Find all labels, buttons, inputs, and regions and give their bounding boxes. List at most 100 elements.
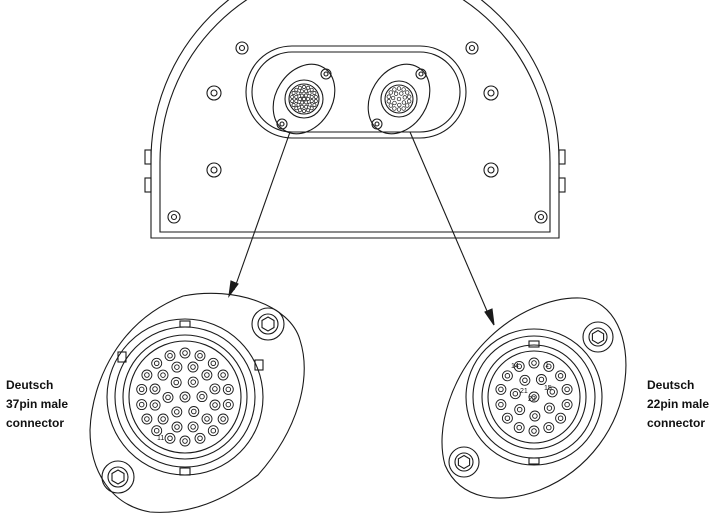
pin-22-1-contact (531, 360, 537, 366)
caption-line: Deutsch (647, 378, 695, 392)
pin-22-20 (509, 388, 521, 400)
pin-22-11-contact (498, 401, 504, 408)
pin-22-15 (535, 374, 547, 385)
pin-37-21 (209, 383, 221, 395)
pin-37-33-contact (191, 408, 197, 415)
pin-37-10-contact (182, 438, 188, 444)
caption-line: connector (6, 416, 65, 430)
pin-37-19-contact (190, 364, 196, 370)
mini-pin-37-35 (298, 97, 302, 102)
mini-pin-22-22 (396, 96, 402, 102)
mini-pin-37-19 (304, 89, 309, 94)
pin-22-16-contact (549, 389, 556, 395)
pin-37-29-contact (160, 372, 166, 378)
pin-37-9-contact (197, 435, 203, 442)
pin-22-9-contact (516, 424, 522, 431)
pin-37-7 (217, 413, 229, 425)
pin-37-25 (171, 421, 183, 433)
pin-22-21-contact (522, 377, 528, 384)
mini-pin-37-26 (296, 102, 301, 107)
pin-37-22 (209, 399, 221, 411)
pin-37-5-contact (225, 386, 232, 393)
pin-label-22-14: 14 (511, 363, 519, 370)
pin-37-4 (217, 369, 229, 381)
pin-22-4 (561, 383, 573, 395)
pin-37-36 (170, 377, 182, 388)
pin-37-1-contact (182, 350, 188, 356)
pin-37-20 (201, 369, 213, 381)
mini-pin-37-8 (309, 106, 314, 111)
mini-pin-22-21 (393, 91, 399, 96)
mini-pin-37-27 (294, 99, 299, 104)
mini-pin-37-10 (302, 109, 306, 113)
mini-pin-22-19 (392, 100, 397, 106)
pin-37-17-contact (153, 360, 160, 367)
pin-37-3-contact (210, 360, 217, 367)
pin-22-15-contact (538, 376, 545, 383)
mini-pin-37-14 (290, 99, 295, 104)
mini-pin-22-4 (407, 94, 412, 99)
pin-37-12-contact (153, 427, 160, 434)
pin-37-6-contact (225, 401, 232, 408)
mini-pin-37-2 (306, 85, 311, 90)
pin-label-22-21: 21 (520, 388, 528, 395)
pin-22-17 (543, 402, 555, 414)
caption-line: 37pin male (6, 397, 69, 411)
mini-pin-37-15 (290, 94, 295, 99)
pin-37-2-contact (197, 352, 203, 359)
left-connector-caption: Deutsch 37pin male connector (6, 376, 68, 433)
pin-37-21-contact (212, 386, 218, 392)
pin-37-5 (222, 383, 234, 395)
pin-37-22-contact (212, 402, 218, 408)
mini-pin-37-24 (304, 104, 309, 109)
pin-22-6-contact (557, 415, 564, 421)
pin-37-24 (187, 421, 199, 433)
mini-pin-37-34 (300, 100, 305, 105)
pin-22-13-contact (504, 373, 511, 379)
pin-22-22-contact (531, 394, 537, 400)
connector-37-pin-detail (89, 292, 305, 513)
pin-22-5-contact (564, 401, 570, 408)
mini-pin-22-15 (399, 91, 404, 96)
mini-pin-37-13 (291, 103, 296, 107)
pin-37-29 (157, 369, 169, 381)
device-housing (144, 0, 566, 239)
pin-22-5 (561, 399, 573, 411)
pin-22-11 (495, 399, 507, 411)
mini-pin-37-37 (302, 97, 306, 101)
pin-22-10 (501, 412, 513, 424)
mini-pin-37-4 (312, 91, 317, 95)
pin-22-12-contact (498, 386, 504, 393)
mini-pin-22-17 (401, 100, 407, 105)
caption-line: connector (647, 416, 706, 430)
mini-pin-37-22 (309, 99, 314, 104)
pin-37-14 (136, 399, 148, 411)
pin-37-36-contact (173, 379, 179, 386)
leader-arrow-left (228, 131, 291, 299)
pin-37-8-contact (210, 427, 217, 434)
mini-pin-37-9 (306, 108, 311, 113)
pin-37-30-contact (174, 364, 180, 370)
pin-22-19 (514, 404, 526, 416)
pin-37-30 (171, 361, 183, 373)
mini-pin-37-12 (294, 106, 299, 111)
pin-37-27 (149, 399, 161, 411)
pin-22-1 (528, 357, 540, 369)
pin-22-7 (543, 422, 555, 434)
pin-22-3 (555, 370, 567, 382)
pin-37-35-contact (165, 394, 171, 401)
mini-pin-22-12 (386, 94, 391, 99)
pin-22-6 (555, 412, 567, 424)
pin-37-16-contact (144, 372, 150, 378)
pin-37-33 (188, 406, 200, 417)
pin-22-19-contact (516, 406, 523, 413)
pin-37-3 (207, 357, 219, 369)
pin-37-19 (187, 361, 199, 373)
pin-37-31 (187, 376, 199, 388)
pin-22-8 (528, 425, 540, 437)
pin-label-22-22: 22 (528, 396, 536, 403)
pin-37-16 (141, 369, 153, 381)
pin-37-25-contact (174, 424, 180, 430)
mini-pin-22-5 (407, 99, 412, 104)
